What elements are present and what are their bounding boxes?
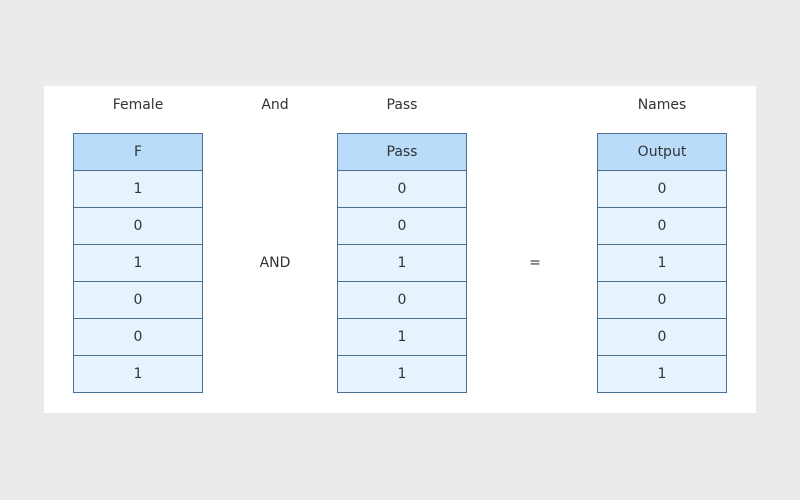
output-cell: 0 — [598, 170, 726, 207]
output-cell: 1 — [598, 244, 726, 281]
female-cell: 1 — [74, 244, 202, 281]
output-cell: 1 — [598, 355, 726, 392]
equals-operator: = — [529, 255, 541, 271]
output-cell: 0 — [598, 318, 726, 355]
pass-cell: 0 — [338, 281, 466, 318]
female-cell: 0 — [74, 207, 202, 244]
output-cell: 0 — [598, 281, 726, 318]
female-cell: 1 — [74, 355, 202, 392]
caption-female: Female — [112, 97, 164, 113]
female-header: F — [74, 134, 202, 170]
caption-names: Names — [637, 97, 687, 113]
pass-cell: 1 — [338, 318, 466, 355]
female-table: F 1 0 1 0 0 1 — [73, 133, 203, 393]
output-header: Output — [598, 134, 726, 170]
pass-table: Pass 0 0 1 0 1 1 — [337, 133, 467, 393]
female-cell: 1 — [74, 170, 202, 207]
and-operator: AND — [259, 255, 291, 271]
female-cell: 0 — [74, 281, 202, 318]
output-cell: 0 — [598, 207, 726, 244]
pass-header: Pass — [338, 134, 466, 170]
pass-cell: 1 — [338, 244, 466, 281]
pass-cell: 1 — [338, 355, 466, 392]
female-cell: 0 — [74, 318, 202, 355]
pass-cell: 0 — [338, 207, 466, 244]
output-table: Output 0 0 1 0 0 1 — [597, 133, 727, 393]
caption-and: And — [261, 97, 289, 113]
pass-cell: 0 — [338, 170, 466, 207]
caption-pass: Pass — [386, 97, 418, 113]
